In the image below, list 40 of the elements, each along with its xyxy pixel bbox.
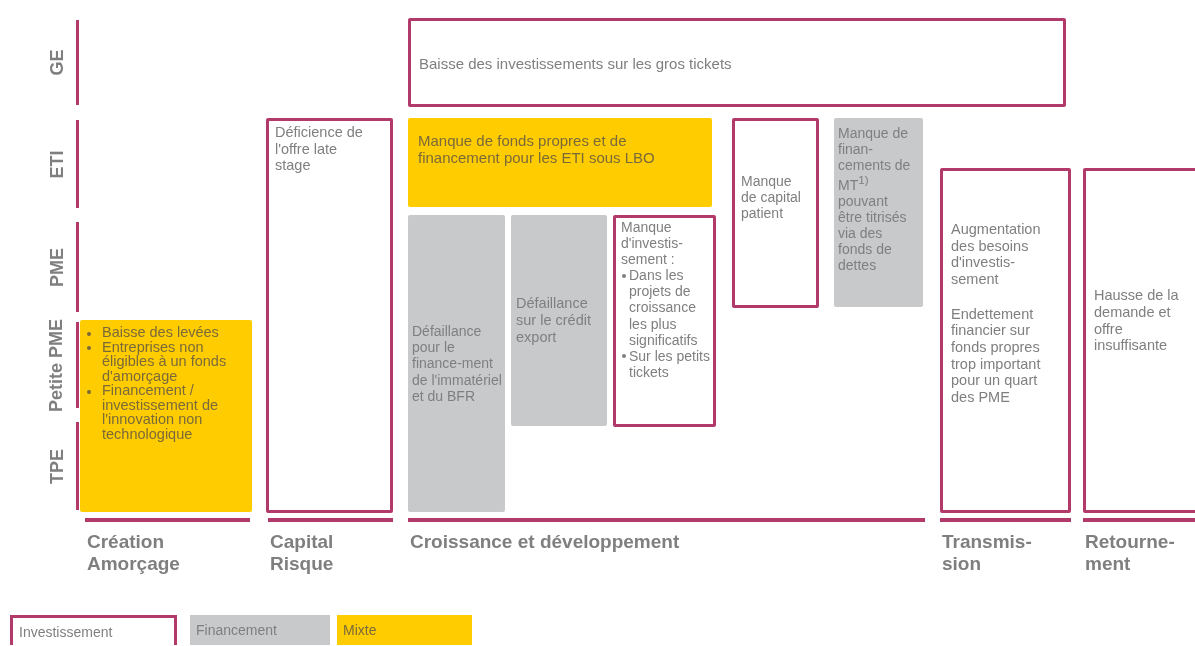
axis-label: TPE	[47, 448, 67, 484]
investment-box	[940, 168, 1071, 513]
financing-box	[511, 215, 607, 426]
mixed-box	[408, 118, 712, 207]
legend-item: Mixte	[337, 615, 472, 645]
axis-label: GE	[47, 49, 67, 76]
box-text: Défaillance sur le crédit export	[516, 295, 592, 346]
stage-label: Création Amorçage	[87, 531, 181, 576]
stage-label: Transmis-sion	[942, 531, 1033, 576]
investment-box	[266, 118, 393, 513]
stage-label: Retourne-ment	[1085, 531, 1176, 576]
legend-item: Investissement	[10, 615, 177, 645]
axis-label: PME	[47, 247, 67, 287]
box-text: Manque de finan-cements de MT$^{1)}$ pouvant être titrisés via des fonds de dettes	[838, 125, 912, 274]
legend-item: Financement	[190, 615, 330, 645]
investment-box	[408, 18, 1066, 107]
box-text: Manque de fonds propres et de financement pour les ETI sous LBO	[418, 132, 656, 167]
box-text: Hausse de la demande et offre insuffisante	[1094, 287, 1180, 354]
box-text: Déficience de l'offre late stage	[275, 124, 364, 174]
investment-box	[1083, 168, 1195, 513]
stage-label: Croissance et développement	[410, 531, 681, 554]
box-text: Augmentation des besoins d'investis-sement	[951, 221, 1042, 288]
box-text: Entreprises non éligibles à un fonds d'amorçage	[84, 339, 248, 383]
box-text: Endettement financier sur fonds propres trop important pour un quart des PME	[951, 305, 1042, 406]
investment-box	[613, 215, 716, 427]
financing-box	[834, 118, 923, 307]
financing-box	[408, 215, 505, 512]
box-text: Financement / investissement de l'innovation non technologique	[84, 383, 248, 441]
box-text: Baisse des levées	[84, 325, 248, 340]
axis-label: ETI	[47, 150, 67, 178]
box-text: Défaillance pour le finance-ment de l'immatériel et du BFR	[412, 323, 502, 404]
stage-label: Capital Risque	[270, 531, 335, 576]
axis-label: Petite PME	[47, 318, 67, 412]
mixed-box	[80, 320, 252, 512]
box-text: Manque d'investis-sement :	[621, 219, 684, 268]
box-text: Dans les projets de croissance les plus significatifs	[621, 267, 710, 348]
box-text: Manque de capital patient	[741, 173, 802, 222]
box-text: Sur les petits tickets	[621, 347, 710, 380]
investment-box	[732, 118, 819, 308]
box-text: Baisse des investissements sur les gros tickets	[419, 55, 733, 73]
